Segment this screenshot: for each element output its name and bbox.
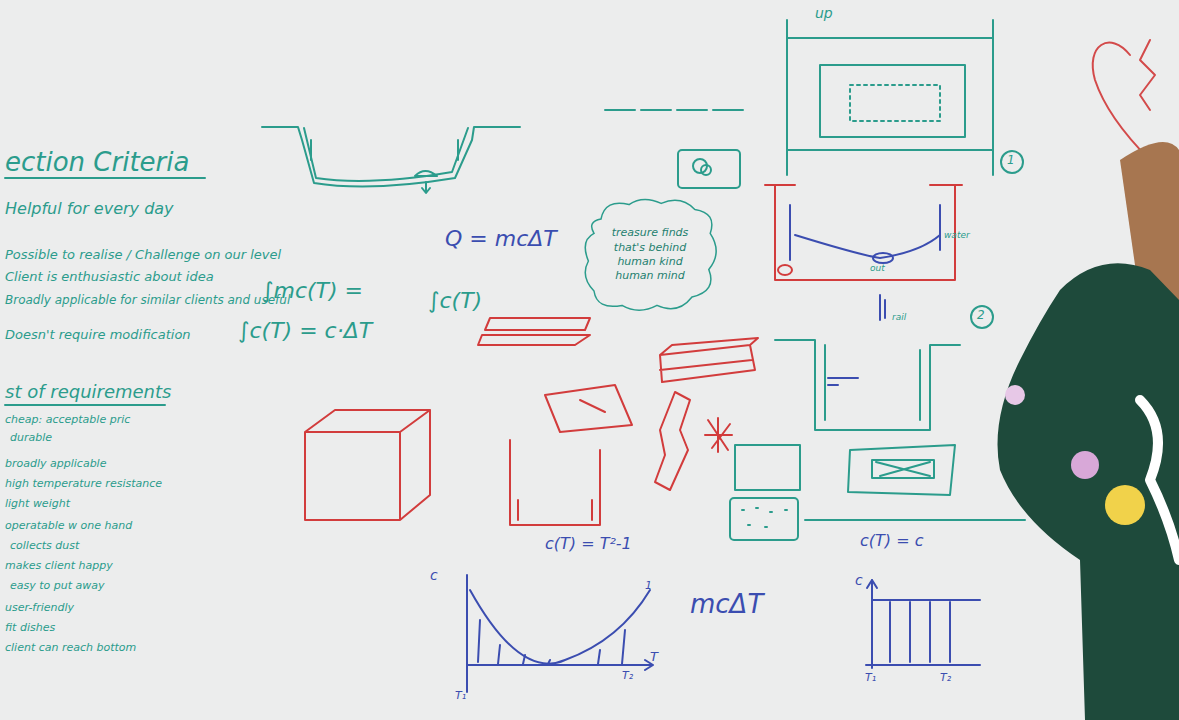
frame-inner <box>820 65 965 137</box>
u-tray <box>510 440 600 525</box>
slanted-tray <box>545 385 632 432</box>
flow <box>828 378 858 385</box>
handwritten-label: high temperature resistance <box>5 478 162 491</box>
callout-circle <box>1001 151 1023 173</box>
box-3d <box>305 410 430 520</box>
handwritten-label: broadly applicable <box>5 458 106 471</box>
constant-line <box>872 599 980 601</box>
broken-heart <box>1093 40 1155 160</box>
hatch <box>890 602 950 662</box>
handwritten-label: Q = mcΔT <box>445 226 557 251</box>
zigzag-part <box>655 392 690 490</box>
tray <box>848 445 955 495</box>
3d-box <box>660 338 758 382</box>
arrow <box>422 182 430 193</box>
thought-cloud: treasure findsthat's behindhuman kindhum… <box>580 195 720 315</box>
wheel <box>778 265 792 275</box>
flower-print <box>1105 485 1145 525</box>
handwritten-label: ∫mc(T) = <box>262 278 363 303</box>
tray-grid <box>872 460 934 478</box>
cloud-text: human kind <box>580 255 720 269</box>
arrow <box>825 345 920 420</box>
handwritten-label: ection Criteria <box>5 148 189 178</box>
hatch <box>478 620 625 664</box>
handwritten-label: ∫c(T) = c·ΔT <box>238 318 372 343</box>
handwritten-label: rail <box>892 312 906 322</box>
circle <box>701 165 711 175</box>
handwritten-label: c(T) = T²-1 <box>545 535 632 553</box>
handwritten-label: 1 <box>1007 154 1015 168</box>
underline <box>5 177 205 179</box>
curve <box>470 590 650 664</box>
box <box>730 498 798 540</box>
callout-circle <box>971 306 993 328</box>
handwritten-label: T₁ <box>455 690 466 703</box>
frame-outer <box>787 38 993 150</box>
handwritten-label: Client is enthusiastic about idea <box>5 270 214 285</box>
line <box>805 519 1025 521</box>
handwritten-label: c(T) = c <box>860 532 923 550</box>
drain <box>415 171 437 176</box>
u-box <box>775 185 955 280</box>
handwritten-label: cheap: acceptable pric <box>5 414 130 427</box>
frame-core <box>850 85 940 121</box>
hoodie <box>998 263 1179 720</box>
axes <box>467 575 653 692</box>
handwritten-label: c <box>430 567 438 583</box>
handwritten-label: T₁ <box>865 672 876 685</box>
dots <box>742 508 787 527</box>
tray-parts <box>478 318 590 345</box>
handwritten-label: T₂ <box>622 670 633 683</box>
handwritten-label: st of requirements <box>5 382 171 403</box>
frame-tab <box>787 20 993 175</box>
handwritten-label: durable <box>10 432 52 445</box>
handwritten-label: Possible to realise / Challenge on our l… <box>5 248 281 263</box>
small-box <box>678 150 740 188</box>
handwritten-label: operatable w one hand <box>5 520 132 533</box>
rail <box>880 295 885 320</box>
handwritten-label: easy to put away <box>10 580 105 593</box>
drain <box>873 253 893 263</box>
handwritten-label: user-friendly <box>5 602 74 615</box>
handwritten-label: makes client happy <box>5 560 113 573</box>
handwritten-label: out <box>870 263 885 273</box>
flower-print <box>1005 385 1025 405</box>
cloud-text: that's behind <box>580 241 720 255</box>
handwritten-label: T₂ <box>940 672 951 685</box>
sink-section <box>262 127 520 187</box>
flower-print <box>1071 451 1099 479</box>
cloud-text: treasure finds <box>580 226 720 240</box>
arrow <box>311 140 458 160</box>
hatch <box>705 418 732 452</box>
handwritten-label: up <box>815 5 833 21</box>
handwritten-label: client can reach bottom <box>5 642 136 655</box>
handwritten-label: Doesn't require modification <box>5 328 191 343</box>
arrow <box>790 205 940 260</box>
hoodie-print <box>1140 400 1179 560</box>
handwritten-label: ∫c(T) <box>428 288 482 313</box>
handwritten-label: 1 <box>645 580 652 593</box>
handwritten-label: mcΔT <box>690 590 763 620</box>
tray-hatch <box>876 462 930 476</box>
box <box>735 445 800 490</box>
rim <box>765 184 962 186</box>
handwritten-label: Helpful for every day <box>5 200 174 218</box>
handwritten-label: collects dust <box>10 540 79 553</box>
u-section <box>775 340 960 430</box>
sink-inner <box>304 128 468 181</box>
cloud-text: human mind <box>580 269 720 283</box>
handwritten-label: light weight <box>5 498 70 511</box>
axes <box>866 580 980 668</box>
underline <box>5 404 165 406</box>
line <box>605 109 748 111</box>
handwritten-label: T <box>650 650 658 665</box>
handwritten-label: 2 <box>977 309 985 323</box>
handwritten-label: c <box>855 572 863 588</box>
water-line <box>795 235 940 258</box>
handwritten-label: water <box>944 230 970 240</box>
handwritten-label: fit dishes <box>5 622 55 635</box>
handwritten-label: Broadly applicable for similar clients a… <box>5 294 290 308</box>
